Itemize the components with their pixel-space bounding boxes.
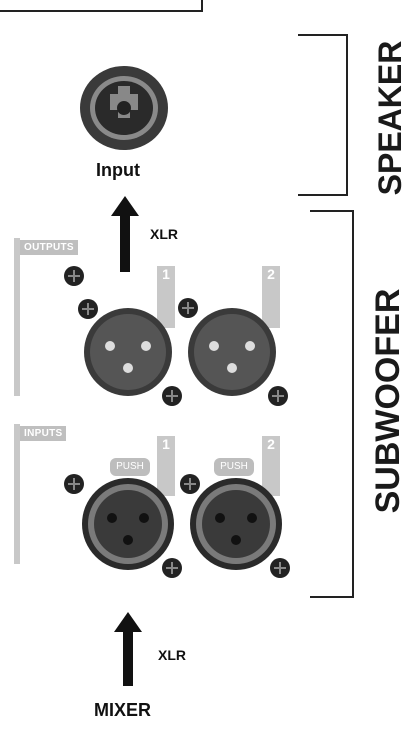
subwoofer-label: SUBWOOFER	[369, 288, 407, 514]
xlr-top-label: XLR	[150, 226, 178, 242]
xlr-up-arrow-shaft-top	[120, 214, 130, 272]
speaker-label: SPEAKER	[372, 40, 407, 196]
output-1-xlr-connector	[64, 266, 182, 406]
output-1-tab: 1	[157, 266, 175, 328]
xlr-up-arrow-head-bottom	[114, 612, 142, 632]
xlr-up-arrow-head-top	[111, 196, 139, 216]
top-frame	[0, 0, 203, 12]
outputs-tab: OUTPUTS	[20, 240, 78, 255]
xlr-up-arrow-shaft-bottom	[123, 630, 133, 686]
xlr-bottom-label: XLR	[158, 647, 186, 663]
speaker-input-label: Input	[96, 160, 140, 180]
input-1-push-tab: PUSH	[110, 458, 150, 476]
inputs-tab: INPUTS	[20, 426, 67, 441]
outputs-panel-bar	[14, 238, 20, 396]
inputs-panel-bar	[14, 424, 20, 564]
input-2-xlr-connector	[180, 474, 290, 578]
input-1-xlr-connector	[64, 474, 182, 578]
input-2-tab: 2	[262, 436, 280, 496]
output-2-xlr-connector	[178, 298, 288, 406]
subwoofer-bracket	[310, 210, 354, 598]
input-2-push-tab: PUSH	[214, 458, 254, 476]
speaker-input-jack	[80, 66, 168, 150]
input-1-tab: 1	[157, 436, 175, 496]
speaker-bracket	[298, 34, 348, 196]
output-2-tab: 2	[262, 266, 280, 328]
mixer-label: MIXER	[94, 700, 152, 720]
